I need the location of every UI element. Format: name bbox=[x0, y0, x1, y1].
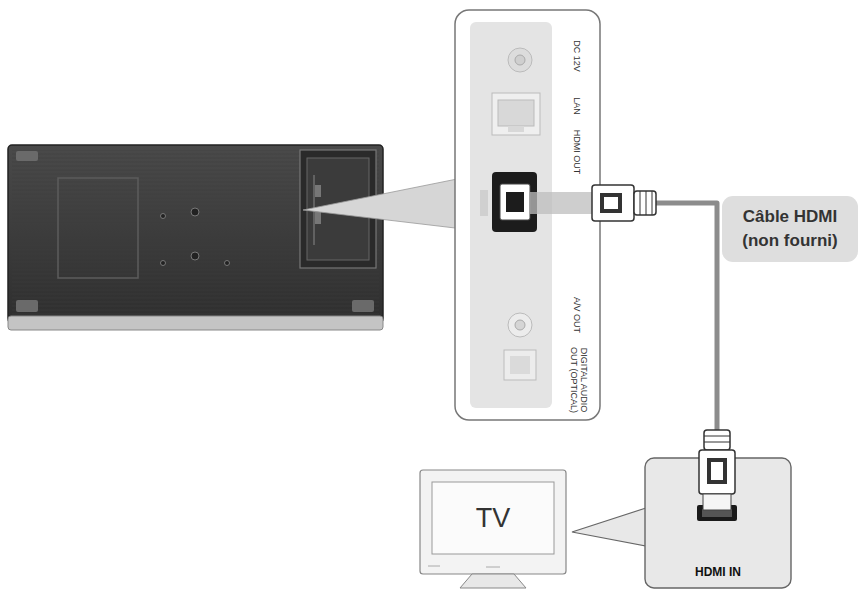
tv-screen: TV bbox=[432, 482, 554, 554]
port-label: DC 12V bbox=[572, 40, 582, 72]
cable-callout: Câble HDMI (non fourni) bbox=[722, 196, 858, 262]
hdmi-plug-out bbox=[500, 184, 656, 221]
port-label: A/V OUT bbox=[572, 297, 582, 333]
port-label: LAN bbox=[572, 97, 582, 115]
callout-text: Câble HDMI (non fourni) bbox=[722, 205, 858, 253]
port-panel bbox=[455, 10, 600, 420]
tv-set bbox=[420, 470, 566, 588]
hdmi-in-callout bbox=[572, 458, 791, 588]
hdmi-plug-in bbox=[699, 430, 735, 510]
port-label: HDMI OUT bbox=[572, 130, 582, 175]
port-panel-box: DC 12V LAN HDMI OUT A/V OUT DIGITAL AUDIO OU… bbox=[455, 10, 600, 420]
device-bottom-view bbox=[8, 145, 383, 330]
screen-label: TV bbox=[476, 503, 511, 534]
hdmi-in-box: HDMI IN bbox=[645, 458, 791, 588]
port-label: HDMI IN bbox=[645, 565, 791, 579]
port-label: DIGITAL AUDIO OUT (OPTICAL) bbox=[569, 344, 589, 416]
hdmi-cable bbox=[600, 203, 717, 458]
zoom-wedge bbox=[303, 176, 472, 230]
